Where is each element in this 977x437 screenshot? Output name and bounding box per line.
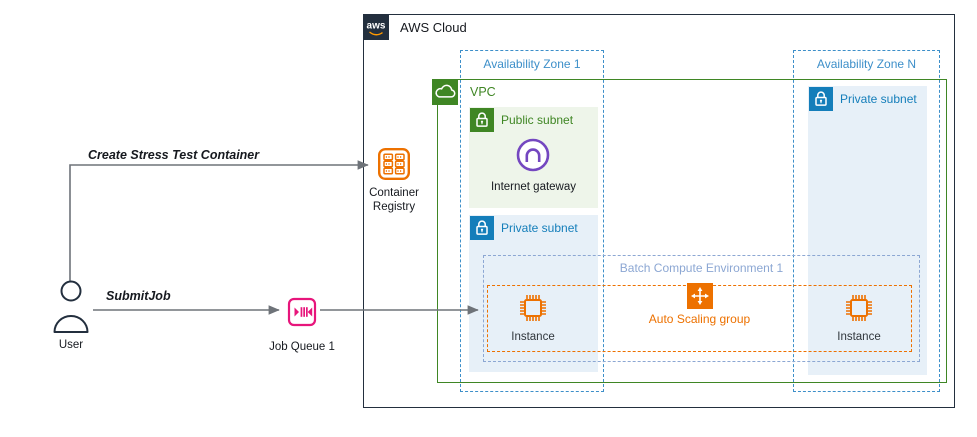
private-subnet-azn-label: Private subnet xyxy=(840,92,917,106)
private-subnet-az1-label: Private subnet xyxy=(501,221,578,235)
private-subnet-azn: Private subnet xyxy=(808,86,927,375)
vpc-label: VPC xyxy=(470,85,496,99)
batch-compute-environment: Batch Compute Environment 1 xyxy=(483,255,920,362)
availability-zone-n-label: Availability Zone N xyxy=(816,57,917,71)
internet-gateway-icon xyxy=(515,137,551,173)
public-subnet-label: Public subnet xyxy=(501,113,574,127)
aws-cloud-label: AWS Cloud xyxy=(400,20,467,35)
private-subnet-az1-lock-icon xyxy=(470,216,494,240)
container-registry-label: Container Registry xyxy=(369,187,419,213)
job-queue-label: Job Queue 1 xyxy=(269,341,335,353)
public-subnet-lock-icon xyxy=(470,108,494,132)
instance-azn-label: Instance xyxy=(837,331,881,343)
edge-create-label: Create Stress Test Container xyxy=(88,148,260,162)
private-subnet-az1: Private subnet xyxy=(469,215,598,372)
instance-azn-icon xyxy=(841,290,877,326)
user-label: User xyxy=(58,339,84,351)
user-icon xyxy=(49,278,93,336)
aws-logo-text: aws xyxy=(367,21,386,32)
availability-zone-n: Availability Zone N xyxy=(793,50,940,392)
edge-create-stress-test-container xyxy=(69,160,369,281)
job-queue-icon xyxy=(286,296,318,328)
internet-gateway-label: Internet gateway xyxy=(490,181,577,193)
availability-zone-1: Availability Zone 1 xyxy=(460,50,604,392)
aws-logo-icon: aws xyxy=(363,14,389,40)
vpc-icon xyxy=(432,79,458,105)
batch-compute-environment-label: Batch Compute Environment 1 xyxy=(619,261,784,275)
availability-zone-1-label: Availability Zone 1 xyxy=(483,57,581,71)
auto-scaling-group-label: Auto Scaling group xyxy=(648,312,751,326)
private-subnet-azn-lock-icon xyxy=(809,87,833,111)
vpc-container xyxy=(437,79,947,383)
container-registry-icon xyxy=(376,146,412,182)
instance-az1-label: Instance xyxy=(511,331,555,343)
edge-submit-label: SubmitJob xyxy=(106,289,171,303)
auto-scaling-group-icon xyxy=(687,283,713,309)
instance-az1-icon xyxy=(515,290,551,326)
